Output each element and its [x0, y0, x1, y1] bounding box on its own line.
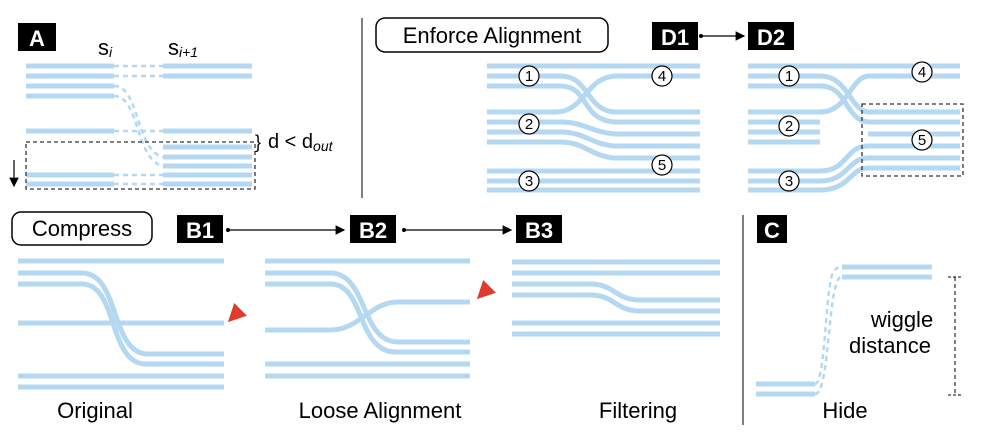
panel-c: C wiggle distance Hide [756, 215, 962, 423]
d2-marker-1 [778, 65, 800, 87]
badge-d1-label: D1 [661, 25, 689, 50]
d1-marker-2-text: 2 [525, 116, 533, 133]
c-label-line1: wiggle [870, 307, 933, 332]
d2-marker-5 [911, 129, 933, 151]
d2-cross-down [819, 73, 960, 115]
b1-caption: Original [57, 398, 133, 423]
d2-diagram: 1 2 3 4 5 [748, 61, 964, 193]
d2-marker-3 [778, 170, 800, 192]
d1-marker-5-text: 5 [658, 157, 666, 174]
badge-b1-label: B1 [186, 218, 214, 243]
d2-selection-box [861, 103, 964, 177]
badge-b1 [177, 215, 223, 243]
c-label-line2: distance [849, 333, 931, 358]
badge-b2 [350, 215, 396, 243]
badge-c [757, 215, 787, 243]
compress-title: Compress [32, 216, 132, 241]
d1-marker-3-text: 3 [525, 173, 533, 190]
b3-caption: Filtering [599, 398, 677, 423]
badge-d1 [652, 22, 698, 50]
d1-cross-up [487, 73, 700, 115]
d2-marker-2 [778, 115, 800, 137]
d2-bot3 [748, 165, 960, 193]
b2-diagram: Loose Alignment [265, 258, 496, 423]
a-distance-label: d < dout [268, 131, 334, 154]
b2-caption: Loose Alignment [299, 398, 462, 423]
c-hidden-1 [813, 265, 843, 386]
c-hidden-2 [814, 275, 843, 396]
b2-red-arrow [476, 280, 496, 300]
d1-marker-5 [651, 154, 673, 176]
badge-d2 [748, 22, 794, 50]
d2-cross-up [748, 73, 960, 115]
b1-cross2 [81, 281, 224, 367]
compress-title-box [11, 211, 153, 246]
d1-marker-3 [518, 170, 540, 192]
d2-marker-4 [911, 61, 933, 83]
d2-marker-1-text: 1 [785, 68, 793, 85]
a-brace-glyph: } [255, 132, 261, 152]
d2-marker-3-text: 3 [785, 173, 793, 190]
badge-b3-label: B3 [525, 218, 553, 243]
badge-b2-label: B2 [359, 218, 387, 243]
b1-cross [81, 270, 224, 357]
d2-cross-down2 [819, 83, 960, 125]
b3-l3b [589, 281, 720, 303]
enforce-title-box [375, 17, 609, 53]
d1-connector-dot [699, 34, 703, 38]
d1-marker-4 [651, 65, 673, 87]
badge-a-label: A [29, 26, 45, 51]
badge-d2-label: D2 [757, 25, 785, 50]
segment-si-label: si [98, 35, 113, 60]
b1-red-arrow [227, 303, 247, 323]
b1-diagram: Original [18, 258, 247, 423]
d1-mid2b [559, 129, 700, 149]
d1-mid3b [559, 139, 700, 161]
enforce-title: Enforce Alignment [403, 23, 582, 48]
badge-c-label: C [764, 218, 780, 243]
panel-enforce-alignment: Enforce Alignment D1 D2 1 2 [375, 17, 964, 193]
d1-marker-1 [518, 65, 540, 87]
b2-cross [329, 270, 470, 345]
d1-marker-4-text: 4 [658, 68, 666, 85]
d1-diagram: 1 2 3 4 5 [487, 63, 700, 193]
badge-b3 [516, 215, 562, 243]
b3-l4b [589, 292, 720, 314]
a-dash-curve-3 [113, 84, 164, 159]
panel-compress: Compress B1 B2 B3 Original [11, 211, 720, 423]
segment-si1-label: si+1 [168, 35, 198, 60]
d1-cross-down [559, 73, 700, 115]
a-selection-box [25, 141, 256, 190]
badge-a [18, 23, 56, 51]
d1-marker-2 [518, 113, 540, 135]
d2-bot1 [748, 143, 869, 174]
d2-bot2 [748, 155, 869, 184]
d2-marker-4-text: 4 [918, 64, 926, 81]
a-dash-curve-4 [113, 94, 164, 168]
panel-a: A si si+1 } d < dout [9, 23, 334, 190]
b2-cross2 [329, 281, 470, 355]
b3-diagram: Filtering [512, 259, 720, 423]
b2-up [265, 299, 470, 333]
c-caption: Hide [822, 398, 867, 423]
d1-mid1b [559, 119, 700, 137]
d2-marker-2-text: 2 [785, 118, 793, 135]
d1-marker-1-text: 1 [525, 68, 533, 85]
d1-cross-down2 [559, 83, 700, 125]
d2-marker-5-text: 5 [918, 132, 926, 149]
